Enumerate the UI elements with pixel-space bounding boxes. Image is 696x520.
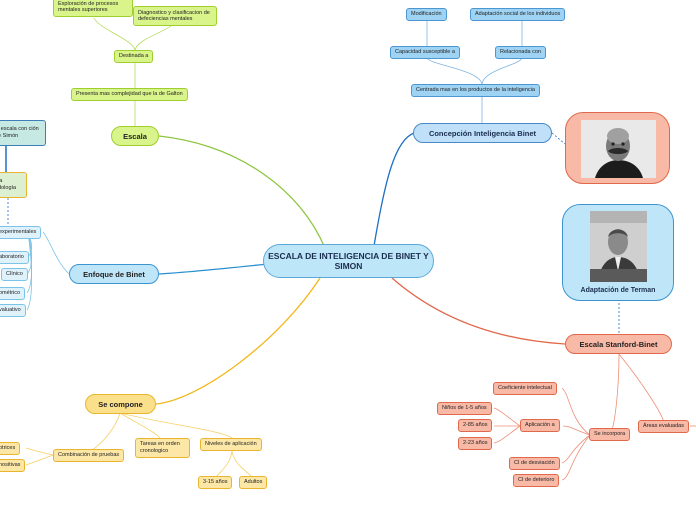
stanford-node[interactable]: Escala Stanford-Binet (565, 334, 672, 354)
escala-node[interactable]: Escala (111, 126, 159, 146)
centrada-node[interactable]: Centrada mas en los productos de la inte… (411, 84, 540, 97)
terman-portrait (590, 211, 647, 282)
ci-deterioro-node[interactable]: CI de deterioro (513, 474, 560, 487)
tareas-node[interactable]: Tareas en orden cronologico (135, 438, 190, 458)
enfoque-node[interactable]: Enfoque de Binet (69, 264, 159, 284)
se-incorpora-node[interactable]: Se incorpora (589, 428, 631, 441)
age-3-15-node[interactable]: 3-15 años (198, 476, 233, 489)
metrico-node[interactable]: ométrico (0, 287, 26, 300)
binet-portrait (581, 120, 656, 178)
ninos-node[interactable]: Niños de 1-5 años (437, 402, 492, 415)
combinacion-node[interactable]: Combinación de pruebas (53, 449, 125, 462)
adaptacion-social-node[interactable]: Adaptación social de los individuos (470, 8, 566, 21)
terman-photo-card[interactable]: Adaptación de Terman (562, 204, 674, 301)
coeficiente-node[interactable]: Coeficiente intelectual (493, 382, 557, 395)
terman-caption: Adaptación de Terman (580, 287, 656, 294)
central-topic[interactable]: ESCALA DE INTELIGENCIA DE BINET Y SIMON (263, 244, 434, 278)
se-compone-node[interactable]: Se compone (85, 394, 156, 414)
adultos-node[interactable]: Adultos (239, 476, 268, 489)
areas-evaluadas-node[interactable]: Áreas evaluadas (638, 420, 689, 433)
exploracion-node[interactable]: Exploración de procesos mentales superio… (53, 0, 133, 17)
destinada-node[interactable]: Destinada a (114, 50, 154, 63)
clinico-node[interactable]: Clínico (1, 268, 28, 281)
experimentales-node[interactable]: experimentales (0, 226, 42, 239)
concepcion-node[interactable]: Concepción Inteligencia Binet (413, 123, 552, 143)
evaluativo-node[interactable]: valuativo (0, 304, 26, 317)
niveles-node[interactable]: Niveles de aplicación (200, 438, 262, 451)
capacidad-node[interactable]: Capacidad susceptible a (390, 46, 460, 59)
motrices-node[interactable]: otrices (0, 442, 21, 455)
metodologia-node[interactable]: sta odología (0, 172, 27, 198)
binet-photo-card[interactable] (565, 112, 670, 184)
age-2-85-node[interactable]: 2-85 años (458, 419, 493, 432)
escala-con-simon-node[interactable]: la escala con ción de Simón (0, 120, 46, 146)
relacionada-node[interactable]: Relacionada con (495, 46, 546, 59)
cognitivas-node[interactable]: nositivas (0, 459, 26, 472)
ci-desviacion-node[interactable]: CI de desviación (509, 457, 560, 470)
aplicacion-node[interactable]: Aplicación a (520, 419, 560, 432)
presenta-node[interactable]: Presenta mas complejidad que la de Galto… (71, 88, 188, 101)
diagnostico-node[interactable]: Diagnostico y clasificacion de defecienc… (133, 6, 217, 26)
laboratorio-node[interactable]: aboratorio (0, 251, 29, 264)
age-2-23-node[interactable]: 2-23 años (458, 437, 493, 450)
modificacion-node[interactable]: Modificación (406, 8, 447, 21)
